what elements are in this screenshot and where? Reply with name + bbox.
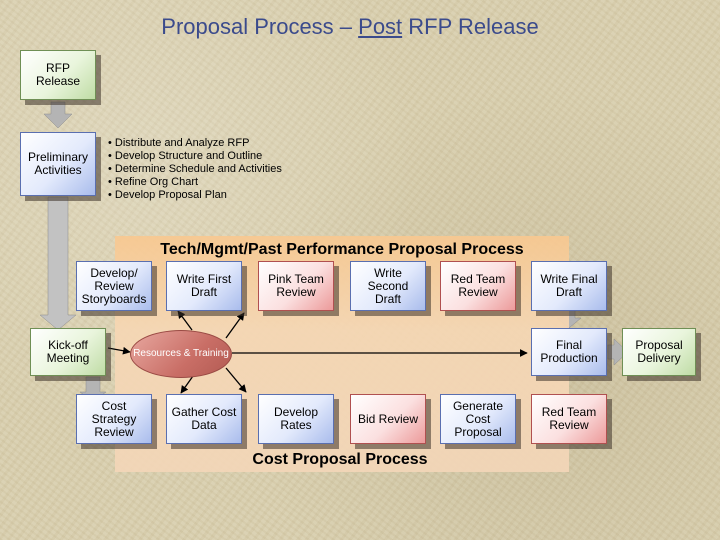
line-resources-to-gather	[180, 375, 194, 394]
bullet-item: • Determine Schedule and Activities	[108, 163, 282, 175]
bullet-item: • Distribute and Analyze RFP	[108, 137, 250, 149]
page-title: Proposal Process – Post RFP Release	[0, 14, 700, 40]
line-resources-to-pink	[225, 312, 245, 339]
bullet-item: • Refine Org Chart	[108, 176, 199, 188]
red-team-review-tech-box[interactable]: Red Team Review	[440, 261, 516, 311]
preliminary-activities-box[interactable]: Preliminary Activities	[20, 132, 96, 196]
preliminary-activities-list: • Distribute and Analyze RFP • Develop S…	[108, 137, 282, 202]
generate-cost-proposal-box[interactable]: Generate Cost Proposal	[440, 394, 516, 444]
develop-review-storyboards-box[interactable]: Develop/ Review Storyboards	[76, 261, 152, 311]
title-prefix: Proposal Process –	[161, 14, 359, 39]
title-underlined-word: Post	[358, 14, 403, 39]
tech-process-title: Tech/Mgmt/Past Performance Proposal Proc…	[160, 241, 524, 258]
gather-cost-data-box[interactable]: Gather Cost Data	[166, 394, 242, 444]
arrow-rfp-to-preliminary	[43, 101, 73, 129]
red-team-review-cost-box[interactable]: Red Team Review	[531, 394, 607, 444]
bullet-item: • Develop Structure and Outline	[108, 150, 263, 162]
line-resources-to-write-first	[177, 310, 193, 331]
write-final-draft-box[interactable]: Write Final Draft	[531, 261, 607, 311]
arrow-preliminary-to-kickoff	[39, 196, 77, 331]
kick-off-meeting-box[interactable]: Kick-off Meeting	[30, 328, 106, 376]
final-production-box[interactable]: Final Production	[531, 328, 607, 376]
rfp-release-box[interactable]: RFP Release	[20, 50, 96, 100]
write-second-draft-box[interactable]: Write Second Draft	[350, 261, 426, 311]
bid-review-box[interactable]: Bid Review	[350, 394, 426, 444]
cost-process-title: Cost Proposal Process	[252, 451, 428, 468]
cost-strategy-review-box[interactable]: Cost Strategy Review	[76, 394, 152, 444]
title-suffix: RFP Release	[402, 14, 539, 39]
pink-team-review-box[interactable]: Pink Team Review	[258, 261, 334, 311]
develop-rates-box[interactable]: Develop Rates	[258, 394, 334, 444]
line-resources-to-develop	[225, 367, 247, 393]
bullet-item: • Develop Proposal Plan	[108, 189, 227, 201]
proposal-delivery-box[interactable]: Proposal Delivery	[622, 328, 696, 376]
arrow-production-to-delivery	[607, 338, 629, 366]
resources-training-ellipse: Resources & Training	[130, 330, 232, 378]
line-kickoff-to-resources	[107, 346, 131, 355]
write-first-draft-box[interactable]: Write First Draft	[166, 261, 242, 311]
